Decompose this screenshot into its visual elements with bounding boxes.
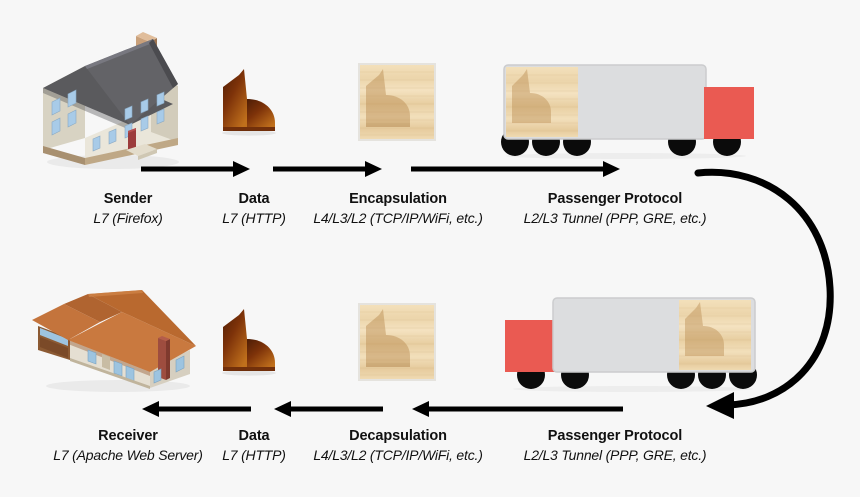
step-label-passenger-top: Passenger Protocol L2/L3 Tunnel (PPP, GR… xyxy=(505,191,725,227)
step-title: Passenger Protocol xyxy=(547,191,683,207)
step-title: Data xyxy=(238,428,270,444)
arrow-sender-to-data xyxy=(141,160,251,178)
step-title: Passenger Protocol xyxy=(547,428,683,444)
step-label-decapsulation: Decapsulation L4/L3/L2 (TCP/IP/WiFi, etc… xyxy=(288,428,508,464)
arrow-passenger-to-decapsulation xyxy=(411,400,623,418)
step-subtitle: L4/L3/L2 (TCP/IP/WiFi, etc.) xyxy=(313,209,483,226)
step-title: Encapsulation xyxy=(349,191,447,207)
step-label-data-top: Data L7 (HTTP) xyxy=(194,191,314,227)
step-label-receiver: Receiver L7 (Apache Web Server) xyxy=(43,428,213,464)
arrow-decapsulation-to-data xyxy=(273,400,383,418)
wooden-crate-icon xyxy=(358,303,438,383)
step-subtitle: L7 (HTTP) xyxy=(222,209,286,226)
step-label-data-bottom: Data L7 (HTTP) xyxy=(194,428,314,464)
arrow-data-to-receiver xyxy=(141,400,251,418)
step-subtitle: L7 (Firefox) xyxy=(93,209,163,226)
step-title: Receiver xyxy=(98,428,158,444)
step-label-encapsulation: Encapsulation L4/L3/L2 (TCP/IP/WiFi, etc… xyxy=(288,191,508,227)
step-title: Data xyxy=(238,191,270,207)
step-subtitle: L2/L3 Tunnel (PPP, GRE, etc.) xyxy=(523,446,707,463)
step-subtitle: L7 (HTTP) xyxy=(222,446,286,463)
step-label-sender: Sender L7 (Firefox) xyxy=(53,191,203,227)
house-ranch-icon xyxy=(30,288,200,393)
arrow-data-to-encapsulation xyxy=(273,160,383,178)
step-subtitle: L7 (Apache Web Server) xyxy=(53,446,203,463)
truck-left-icon xyxy=(503,288,769,393)
step-label-passenger-bottom: Passenger Protocol L2/L3 Tunnel (PPP, GR… xyxy=(505,428,725,464)
step-title: Decapsulation xyxy=(349,428,447,444)
truck-right-icon xyxy=(496,57,762,162)
armchair-icon xyxy=(221,69,287,139)
arrow-encapsulation-to-passenger xyxy=(411,160,621,178)
house-colonial-icon xyxy=(33,26,193,171)
armchair-icon xyxy=(221,309,287,379)
step-subtitle: L2/L3 Tunnel (PPP, GRE, etc.) xyxy=(523,209,707,226)
wooden-crate-icon xyxy=(358,63,438,143)
step-title: Sender xyxy=(103,191,153,207)
step-subtitle: L4/L3/L2 (TCP/IP/WiFi, etc.) xyxy=(313,446,483,463)
curved-tunnel-arrow xyxy=(690,160,860,420)
